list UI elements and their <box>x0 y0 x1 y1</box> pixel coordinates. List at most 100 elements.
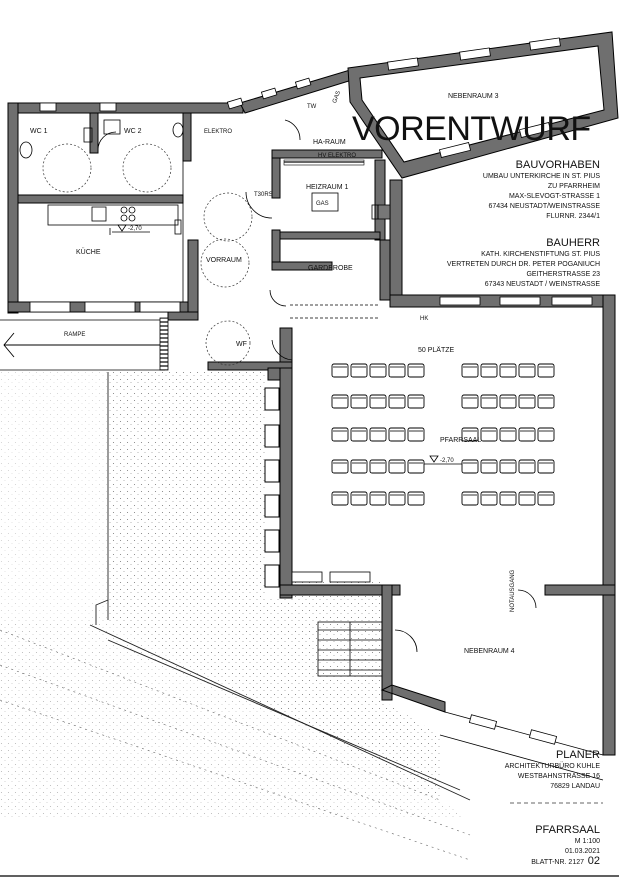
chair-icon <box>369 394 387 409</box>
label-hv-elektro: HV ELEKTRO <box>318 153 356 159</box>
sheet-scale: M 1:100 <box>575 838 600 845</box>
chair-icon <box>518 459 536 474</box>
chair-icon <box>350 459 368 474</box>
chair-icon <box>331 394 349 409</box>
label-nebenraum4: NEBENRAUM 4 <box>464 648 515 655</box>
planer-line: WESTBAHNSTRASSE 16 <box>518 773 600 780</box>
chair-icon <box>331 459 349 474</box>
chair-icon <box>461 394 479 409</box>
kitchen-level-marker-icon <box>112 224 150 233</box>
chair-icon <box>499 363 517 378</box>
label-heizraum1: HEIZRAUM 1 <box>306 184 349 191</box>
heizraum-equipment <box>311 192 391 220</box>
kitchen-counter <box>47 204 182 235</box>
label-rampe: RAMPE <box>64 332 85 338</box>
label-plaetze: 50 PLÄTZE <box>418 346 455 354</box>
chair-icon <box>407 491 425 506</box>
label-elektro: ELEKTRO <box>204 129 232 135</box>
window-piers <box>264 387 280 588</box>
chair-icon <box>518 363 536 378</box>
chair-icon <box>331 363 349 378</box>
door-swings <box>42 143 253 366</box>
bauvorhaben-line: 67434 NEUSTADT/WEINSTRASSE <box>488 203 600 210</box>
label-kueche: KÜCHE <box>76 248 101 256</box>
chair-icon <box>369 363 387 378</box>
bauvorhaben-line: ZU PFARRHEIM <box>548 183 600 190</box>
stove-icon <box>120 206 136 222</box>
chair-icon <box>480 427 498 442</box>
chair-icon <box>388 491 406 506</box>
label-pfarrsaal: PFARRSAAL <box>440 437 481 444</box>
bauvorhaben-line: FLURNR. 2344/1 <box>546 213 600 220</box>
chair-icon <box>331 491 349 506</box>
bauherr-line: GEITHERSTRASSE 23 <box>526 271 600 278</box>
saal-top-windows <box>291 296 593 583</box>
chair-icon <box>461 427 479 442</box>
sheet-index: 02 <box>588 855 600 867</box>
sheet-block: PFARRSAAL M 1:100 01.03.2021 BLATT-NR. 2… <box>531 824 600 867</box>
chair-icon <box>350 394 368 409</box>
planer-block: PLANER ARCHITEKTURBÜRO KUHLE WESTBAHNSTR… <box>505 749 601 790</box>
stairs <box>317 621 383 677</box>
chair-icon <box>537 459 555 474</box>
chair-icon <box>461 491 479 506</box>
terrain-fill <box>0 370 471 861</box>
planer-heading: PLANER <box>556 749 600 761</box>
bauvorhaben-line: MAX-SLEVOGT-STRASSE 1 <box>509 193 600 200</box>
chair-icon <box>388 363 406 378</box>
chair-icon <box>480 491 498 506</box>
bauherr-heading: BAUHERR <box>546 237 600 249</box>
chair-icon <box>461 459 479 474</box>
hv-elektro-panel <box>283 159 365 166</box>
bauvorhaben-block: BAUVORHABEN UMBAU UNTERKIRCHE IN ST. PIU… <box>483 159 600 220</box>
chair-icon <box>369 427 387 442</box>
ramp-arrow-icon <box>3 332 160 358</box>
chair-icon <box>518 394 536 409</box>
chair-icon <box>499 491 517 506</box>
kitchen-windows <box>29 301 181 313</box>
label-vorraum: VORRAUM <box>206 257 242 264</box>
chair-icon <box>369 491 387 506</box>
label-wf: WF <box>236 341 247 348</box>
chairs <box>331 363 555 506</box>
chair-icon <box>388 394 406 409</box>
label-ha-raum: HA-RAUM <box>313 139 346 146</box>
chair-icon <box>388 427 406 442</box>
nebenraum3-walls <box>347 31 619 179</box>
label-wc2: WC 2 <box>124 128 142 135</box>
chair-icon <box>537 427 555 442</box>
label-gas-top: GAS <box>332 90 342 104</box>
bauherr-line: 67343 NEUSTADT / WEINSTRASSE <box>485 281 601 288</box>
chair-icon <box>499 459 517 474</box>
planer-line: ARCHITEKTURBÜRO KUHLE <box>505 762 601 770</box>
chair-icon <box>537 363 555 378</box>
sheet-date: 01.03.2021 <box>565 848 600 855</box>
chair-icon <box>407 459 425 474</box>
chair-icon <box>407 427 425 442</box>
label-kueche-level: -2,70 <box>128 226 142 232</box>
label-garderobe: GARDEROBE <box>308 265 353 272</box>
chair-icon <box>350 491 368 506</box>
bauherr-block: BAUHERR KATH. KIRCHENSTIFTUNG ST. PIUS V… <box>447 237 600 288</box>
label-gas: GAS <box>316 201 329 207</box>
chair-icon <box>480 394 498 409</box>
chair-icon <box>499 394 517 409</box>
page-title: VORENTWURF <box>352 110 591 148</box>
chair-icon <box>461 363 479 378</box>
chair-icon <box>331 427 349 442</box>
chair-icon <box>480 459 498 474</box>
bauherr-line: VERTRETEN DURCH DR. PETER POGANIUCH <box>447 261 600 268</box>
label-pfarrsaal-level: -2,70 <box>440 458 454 464</box>
door-arcs <box>245 119 537 653</box>
label-wc1: WC 1 <box>30 128 48 135</box>
plan-lines <box>0 112 619 877</box>
nebenraum4-windows <box>468 714 558 745</box>
chair-icon <box>518 491 536 506</box>
sheet-number: BLATT-NR. 2127 <box>531 859 584 866</box>
chair-icon <box>369 459 387 474</box>
label-hk: HK <box>420 316 428 322</box>
chair-icon <box>537 491 555 506</box>
bauvorhaben-line: UMBAU UNTERKIRCHE IN ST. PIUS <box>483 173 600 180</box>
